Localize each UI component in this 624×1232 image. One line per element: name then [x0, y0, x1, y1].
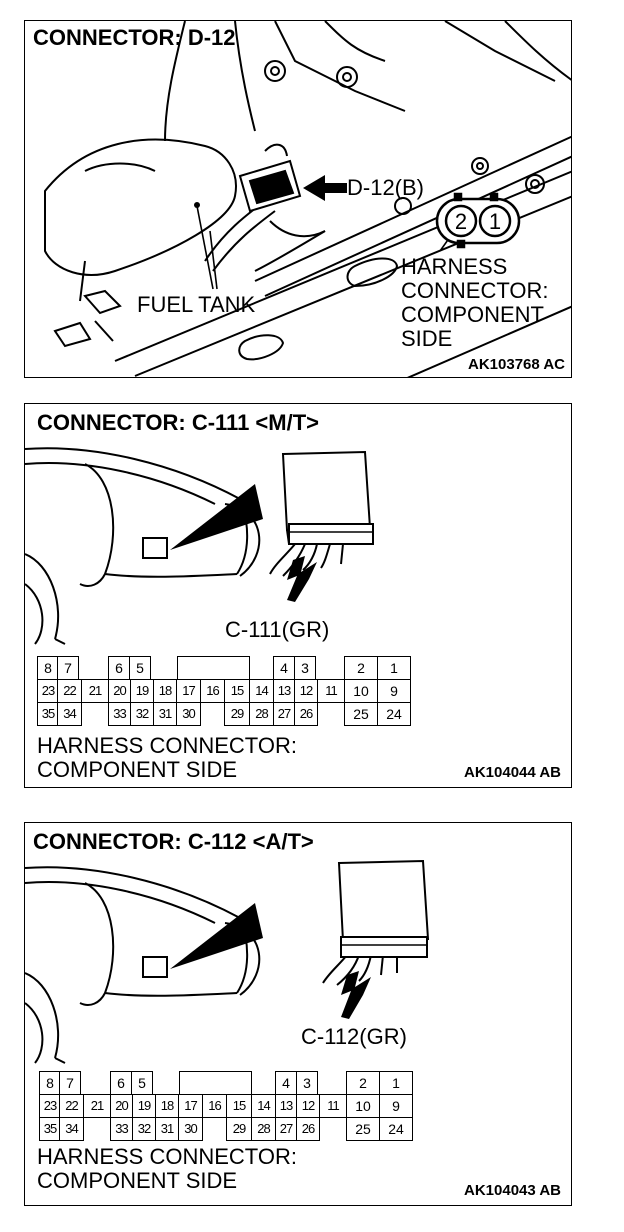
pin-cell: 4 [273, 656, 295, 680]
pin-cell: 14 [249, 679, 274, 703]
pin-cell: 3 [294, 656, 316, 680]
pin-cell: 24 [377, 702, 411, 726]
pin-cell: 34 [57, 702, 82, 726]
pin-cell: 28 [249, 702, 274, 726]
pin-cell: 10 [346, 1094, 380, 1118]
pin-cell: 11 [317, 679, 345, 703]
pin-cell: 5 [129, 656, 151, 680]
pin-cell: 11 [319, 1094, 347, 1118]
pin-cell: 13 [273, 679, 295, 703]
fuel-tank-area-illustration [44, 21, 571, 377]
harness-note: HARNESS CONNECTOR: COMPONENT SIDE [37, 1144, 297, 1193]
pin-cell: 30 [176, 702, 201, 726]
pin-cell-blank [177, 656, 250, 680]
pin-cell: 34 [59, 1117, 84, 1141]
pin-cell: 29 [224, 702, 250, 726]
pin-cell: 24 [379, 1117, 413, 1141]
pin-cell: 30 [178, 1117, 203, 1141]
fuel-tank-label: FUEL TANK [137, 292, 256, 317]
pin-cell: 33 [108, 702, 131, 726]
pin-cell: 8 [39, 1071, 61, 1095]
pin-cell: 1 [377, 656, 411, 680]
harness-note: HARNESS CONNECTOR: COMPONENT SIDE [37, 733, 297, 782]
pin-cell: 19 [130, 679, 154, 703]
pin-cell: 16 [202, 1094, 227, 1118]
pin-cell: 15 [226, 1094, 252, 1118]
connector-label: D-12(B) [347, 175, 425, 200]
pin-cell: 35 [39, 1117, 61, 1141]
pin-cell: 23 [37, 679, 59, 703]
pin-cell: 18 [153, 679, 177, 703]
pin-cell: 20 [110, 1094, 133, 1118]
pin-cell: 31 [155, 1117, 179, 1141]
pin-cell: 2 [344, 656, 378, 680]
harness-note: HARNESS CONNECTOR: COMPONENT SIDE [401, 254, 549, 351]
pin-cell: 7 [59, 1071, 81, 1095]
panel-title: CONNECTOR: C-111 <M/T> [37, 410, 319, 435]
pin-cell-blank [179, 1071, 252, 1095]
pin-cell: 12 [294, 679, 318, 703]
pin-cell: 22 [57, 679, 82, 703]
pin-cell: 27 [273, 702, 295, 726]
pin-cell: 18 [155, 1094, 179, 1118]
pin-cell: 35 [37, 702, 59, 726]
pin-cell: 20 [108, 679, 131, 703]
connector-pin-grid: 8 7 6 5 4 3 2 1 23 22 21 20 19 18 17 16 … [39, 1071, 419, 1147]
panel-title: CONNECTOR: C-112 <A/T> [33, 829, 314, 854]
pin-cell: 27 [275, 1117, 297, 1141]
pin-cell: 9 [377, 679, 411, 703]
pin-cell: 25 [346, 1117, 380, 1141]
panel-title: CONNECTOR: D-12 [33, 25, 236, 50]
figure-code: AK104043 AB [464, 1182, 561, 1199]
connector-pin-grid: 8 7 6 5 4 3 2 1 23 22 21 20 19 18 17 16 … [37, 656, 417, 732]
connector-c111-panel: CONNECTOR: C-111 <M/T> C-111(GR) 8 7 6 5… [24, 403, 572, 788]
pin-cell: 26 [294, 702, 318, 726]
connector-label: C-112(GR) [301, 1024, 407, 1049]
pin-cell: 17 [178, 1094, 203, 1118]
pin-cell: 1 [379, 1071, 413, 1095]
pin-cell: 9 [379, 1094, 413, 1118]
pin-cell: 7 [57, 656, 79, 680]
pin-cell: 16 [200, 679, 225, 703]
pin-cell: 5 [131, 1071, 153, 1095]
pin-cell: 29 [226, 1117, 252, 1141]
connector-c112-panel: CONNECTOR: C-112 <A/T> C-112(GR) 8 7 6 5… [24, 822, 572, 1206]
pin-cell: 13 [275, 1094, 297, 1118]
pin-cell: 6 [108, 656, 130, 680]
pin-cell: 14 [251, 1094, 276, 1118]
pin-cell: 25 [344, 702, 378, 726]
pin-cell: 10 [344, 679, 378, 703]
connector-label: C-111(GR) [225, 617, 330, 642]
pin-cell: 21 [83, 1094, 111, 1118]
pin-cell: 28 [251, 1117, 276, 1141]
pin-cell: 32 [130, 702, 154, 726]
pin-cell: 2 [346, 1071, 380, 1095]
pin-cell: 17 [176, 679, 201, 703]
pin-cell: 21 [81, 679, 109, 703]
dashboard-illustration [25, 859, 430, 1064]
pin-cell: 32 [132, 1117, 156, 1141]
pin-label: 1 [488, 209, 502, 234]
pin-cell: 22 [59, 1094, 84, 1118]
pin-cell: 15 [224, 679, 250, 703]
dashboard-illustration [25, 447, 374, 645]
figure-code: AK103768 AC [468, 356, 565, 373]
pin-label: 2 [454, 209, 468, 234]
figure-code: AK104044 AB [464, 764, 561, 781]
pin-cell: 8 [37, 656, 59, 680]
pin-cell: 6 [110, 1071, 132, 1095]
connector-d12-panel: CONNECTOR: D-12 D-12(B) 2 1 FUEL TANK HA… [24, 20, 572, 378]
pin-cell: 3 [296, 1071, 318, 1095]
pin-cell: 19 [132, 1094, 156, 1118]
pin-cell: 31 [153, 702, 177, 726]
pin-cell: 4 [275, 1071, 297, 1095]
pin-cell: 26 [296, 1117, 320, 1141]
pin-cell: 12 [296, 1094, 320, 1118]
pin-cell: 23 [39, 1094, 61, 1118]
pin-cell: 33 [110, 1117, 133, 1141]
